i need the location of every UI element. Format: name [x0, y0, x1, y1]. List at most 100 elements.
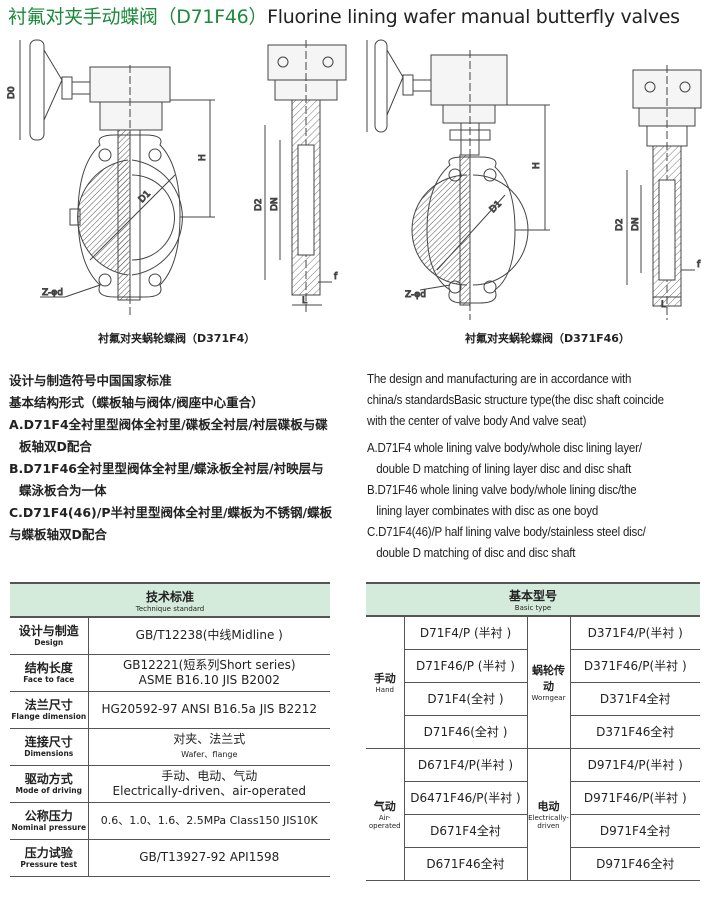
- model-cell: D971F46全衬: [570, 847, 700, 881]
- label-l: L: [661, 300, 666, 310]
- row-value: GB/T13927-92 API1598: [88, 839, 330, 877]
- label-f: f: [334, 272, 338, 282]
- cn-line: 蝶泳板合为一体: [19, 483, 107, 498]
- header-en: Technique standard: [135, 604, 205, 613]
- en-line: C.D71F4(46)/P half lining valve body/sta…: [367, 525, 646, 539]
- en-line: double D matching of disc and disc shaft: [376, 546, 576, 560]
- row-label: 设计与制造: [18, 623, 79, 638]
- model-cell: D671F46全衬: [404, 847, 528, 881]
- label-h: H: [198, 154, 208, 161]
- table-row: D671F46全衬 D971F46全衬: [366, 847, 700, 881]
- model-cell: D71F46(全衬 ): [404, 715, 528, 749]
- table-row: D71F46(全衬 ) D371F46全衬: [366, 715, 700, 749]
- drawing-caption-1: 衬氟对夹蜗轮蝶阀（D371F4）: [98, 332, 256, 345]
- model-cell: D671F4/P(半衬 ): [404, 748, 528, 782]
- model-cell: D71F4(全衬 ): [404, 682, 528, 716]
- model-cell: D671F4全衬: [404, 814, 528, 848]
- table-row: D6471F46/P(半衬 )D971F46/P(半衬 ): [366, 781, 700, 815]
- valve-drawing-d371f4: D0 D1 H Z-φd D2 DN L f: [7, 39, 347, 315]
- row-value: 0.6、1.0、1.6、2.5MPa Class150 JIS10K: [88, 802, 330, 840]
- row-value: ASME B16.10 JIS B2002: [138, 672, 280, 687]
- cn-line: 板轴双D配合: [19, 439, 92, 454]
- group-label: 蜗轮传动: [532, 664, 565, 694]
- row-label: 压力试验: [24, 845, 73, 860]
- label-f: f: [697, 260, 701, 270]
- row-value: HG20592-97 ANSI B16.5a JIS B2212: [88, 691, 330, 729]
- en-line: china/s standardsBasic structure type(th…: [367, 393, 664, 407]
- row-label-en: Design: [34, 637, 64, 647]
- row-label-en: Mode of driving: [15, 785, 82, 795]
- cn-line: C.D71F4(46)/P半衬里型阀体全衬里/蝶板为不锈钢/蝶板: [9, 505, 333, 520]
- title-cn: 衬氟对夹手动蝶阀（D71F46）: [8, 6, 268, 28]
- row-label-en: Pressure test: [20, 859, 78, 869]
- model-cell: D371F4全衬: [570, 682, 700, 716]
- label-dn: DN: [270, 197, 280, 211]
- en-line: lining layer combinates with disc as one…: [376, 504, 599, 518]
- model-cell: D971F4全衬: [570, 814, 700, 848]
- group-label: 气动: [373, 800, 396, 813]
- group-label-en: Worngear: [531, 694, 566, 703]
- label-z-phi-d: Z-φd: [405, 290, 426, 300]
- row-value: Electrically-driven、air-operated: [112, 783, 306, 798]
- row-label: 公称压力: [24, 808, 73, 823]
- row-label-en: Face to face: [23, 674, 75, 684]
- model-cell: D371F4/P(半衬 ): [570, 616, 700, 650]
- cn-line: 与蝶板轴双D配合: [9, 527, 107, 542]
- model-cell: D371F46/P(半衬 ): [570, 649, 700, 683]
- label-z-phi-d: Z-φd: [42, 288, 63, 298]
- cn-line: A.D71F4全衬里型阀体全衬里/碟板全衬层/衬层碟板与碟: [9, 417, 328, 432]
- en-line: B.D71F46 whole lining valve body/whole l…: [367, 483, 637, 497]
- cn-line: 设计与制造符号中国国家标准: [9, 373, 172, 388]
- label-l: L: [302, 296, 307, 306]
- label-d1: D1: [137, 189, 153, 205]
- row-label: 连接尺寸: [24, 734, 73, 749]
- header-en: Basic type: [514, 604, 552, 612]
- title-en: Fluorine lining wafer manual butterfly v…: [267, 6, 680, 28]
- cn-line: 基本结构形式（蝶板轴与阀体/阀座中心重合）: [9, 395, 264, 410]
- group-label: 电动: [537, 800, 560, 813]
- label-dn: DN: [631, 217, 641, 231]
- cn-description: 设计与制造符号中国国家标准 基本结构形式（蝶板轴与阀体/阀座中心重合） A.D7…: [9, 370, 332, 546]
- en-line: The design and manufacturing are in acco…: [367, 372, 632, 386]
- table-row: D71F4(全衬 ) D371F4全衬: [366, 682, 700, 716]
- model-cell: D6471F46/P(半衬 ): [404, 781, 528, 815]
- group-label-en: Air-operated: [368, 814, 401, 830]
- model-cell: D71F46/P (半衬 ): [404, 649, 528, 683]
- group-label: 手动: [373, 672, 396, 686]
- row-value: GB/T12238(中线Midline ): [88, 617, 330, 655]
- row-value-en: Wafer、flange: [181, 749, 238, 759]
- row-value: 对夹、法兰式: [173, 731, 246, 746]
- row-label: 结构长度: [24, 660, 73, 675]
- page-title: 衬氟对夹手动蝶阀（D71F46）Fluorine lining wafer ma…: [8, 2, 680, 29]
- label-d2: D2: [615, 218, 625, 231]
- en-line: A.D71F4 whole lining valve body/whole di…: [367, 441, 642, 455]
- model-cell: D971F4/P(半衬 ): [570, 748, 700, 782]
- group-label-en: Electrically-driven: [528, 814, 569, 830]
- cn-line: B.D71F46全衬里型阀体全衬里/蝶泳板全衬层/衬映层与: [9, 461, 324, 476]
- label-d1: D1: [488, 199, 504, 215]
- en-description: The design and manufacturing are in acco…: [367, 369, 664, 564]
- header-cn: 技术标准: [145, 589, 194, 604]
- row-value: GB12221(短系列Short series): [122, 657, 296, 672]
- en-line: double D matching of lining layer disc a…: [376, 462, 632, 476]
- drawing-caption-2: 衬氟对夹蜗轮蝶阀（D371F46）: [465, 332, 630, 345]
- model-cell: D371F46全衬: [570, 715, 700, 749]
- row-label-en: Flange dimension: [11, 711, 87, 721]
- table-row: D71F46/P (半衬 ) D371F46/P(半衬 ): [366, 649, 700, 683]
- en-line: with the center of valve body And valve …: [367, 414, 587, 428]
- label-h: H: [532, 162, 542, 169]
- row-label: 法兰尺寸: [24, 697, 73, 712]
